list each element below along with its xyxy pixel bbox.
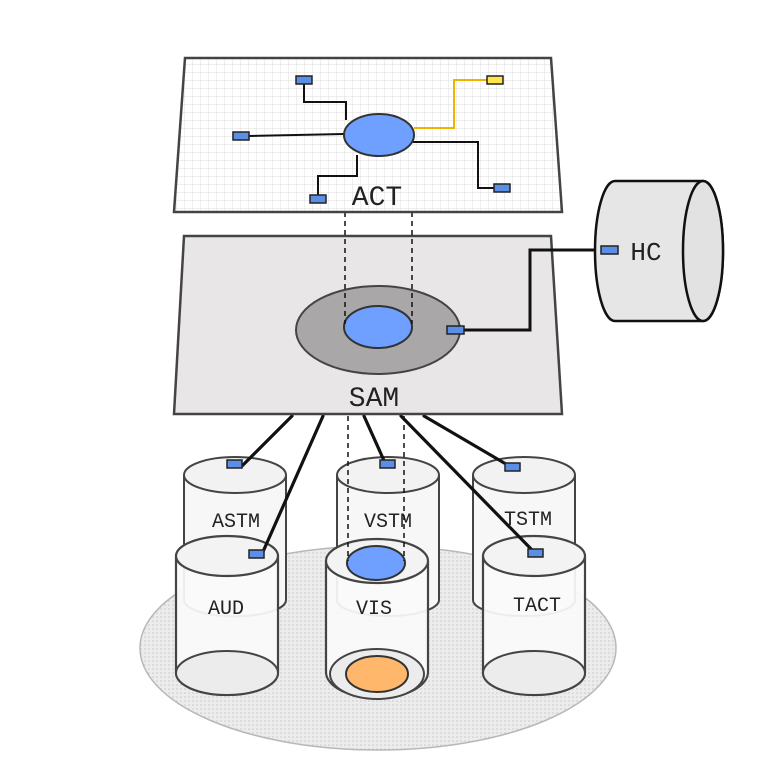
- aud-port: [248, 549, 265, 559]
- act-label: ACT: [352, 183, 402, 214]
- store-aud: AUD: [174, 534, 280, 697]
- sam-vis-dashes: [347, 416, 405, 561]
- act-port-right: [493, 183, 511, 193]
- store-ports: [226, 459, 544, 559]
- link-sam-vstm: [362, 414, 388, 467]
- link-sam-aud: [260, 414, 325, 556]
- sam-store-links: [240, 414, 537, 556]
- tstm-label: TSTM: [504, 509, 552, 532]
- sam-layer: SAM: [172, 234, 564, 416]
- sam-hc-port: [446, 325, 465, 335]
- act-port-yellow: [486, 75, 504, 85]
- link-sam-astm: [240, 414, 294, 468]
- vstm-label: VSTM: [364, 511, 412, 534]
- act-link-yellow: [414, 79, 488, 129]
- hc-port: [600, 245, 619, 255]
- link-sam-tact: [399, 414, 537, 555]
- act-port-left: [232, 131, 250, 141]
- act-port-top: [295, 75, 313, 85]
- act-port-bottom: [309, 194, 327, 204]
- tstm-port: [504, 462, 521, 472]
- act-link-top: [303, 83, 347, 120]
- sam-node: [343, 305, 413, 349]
- act-layer: ACT: [172, 56, 564, 214]
- aud-label: AUD: [208, 598, 244, 621]
- link-sam-hc: [462, 248, 603, 332]
- tact-label: TACT: [513, 595, 561, 618]
- act-link-left: [248, 133, 345, 137]
- vis-node-blue: [346, 545, 406, 581]
- link-sam-tstm: [422, 414, 513, 469]
- act-link-bottom: [317, 155, 358, 196]
- store-vis: VIS: [324, 537, 430, 700]
- act-node: [343, 113, 415, 157]
- astm-port: [226, 459, 243, 469]
- act-link-right: [413, 141, 494, 189]
- store-tact: TACT: [481, 534, 587, 697]
- vis-label: VIS: [356, 598, 392, 621]
- hc-label: HC: [630, 238, 661, 268]
- hc-store: HC: [593, 179, 725, 323]
- sam-label: SAM: [349, 384, 399, 415]
- astm-label: ASTM: [212, 511, 260, 534]
- act-sam-dashes: [344, 212, 413, 324]
- vis-node-orange: [345, 655, 409, 693]
- tact-port: [527, 548, 544, 558]
- vstm-port: [379, 459, 396, 469]
